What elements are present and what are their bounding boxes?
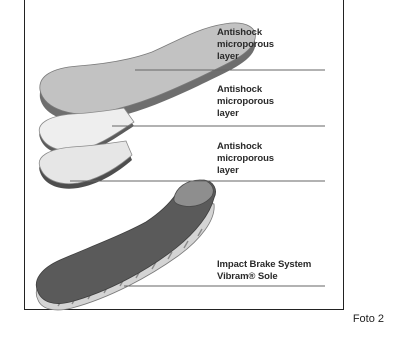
callout-2-line-1: Antishock xyxy=(217,84,274,96)
callout-2-line-3: layer xyxy=(217,108,274,120)
callout-4-line-1: Impact Brake System xyxy=(217,259,311,271)
callout-label-2: Antishock microporous layer xyxy=(217,84,274,120)
callout-1-line-3: layer xyxy=(217,51,274,63)
callout-3-line-1: Antishock xyxy=(217,141,274,153)
callout-3-line-2: microporous xyxy=(217,153,274,165)
figure-caption: Foto 2 xyxy=(353,313,384,325)
callout-4-line-2: Vibram® Sole xyxy=(217,271,311,283)
callout-label-3: Antishock microporous layer xyxy=(217,141,274,177)
callout-label-1: Antishock microporous layer xyxy=(217,27,274,63)
callout-1-line-1: Antishock xyxy=(217,27,274,39)
callout-2-line-2: microporous xyxy=(217,96,274,108)
callout-3-line-3: layer xyxy=(217,165,274,177)
callout-1-line-2: microporous xyxy=(217,39,274,51)
vibram-sole xyxy=(36,180,215,310)
callout-label-4: Impact Brake System Vibram® Sole xyxy=(217,259,311,283)
